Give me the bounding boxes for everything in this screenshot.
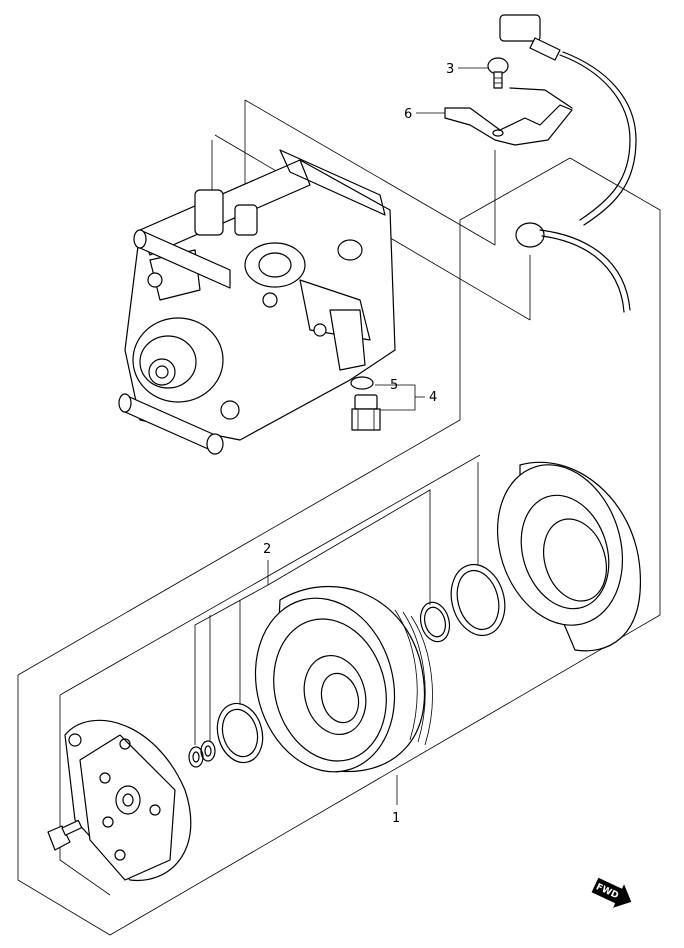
callout-3: 3 — [446, 62, 454, 77]
compressor-lower-rod — [118, 393, 224, 455]
callout-5: 5 — [390, 378, 398, 393]
snap-ring-small — [419, 601, 451, 643]
callout-4: 4 — [429, 390, 437, 405]
bracket-part-6 — [444, 87, 573, 146]
callout-6: 6 — [404, 107, 412, 122]
valve-plug-part-4 — [351, 394, 381, 431]
armature-plate — [64, 719, 192, 882]
armature-bolt — [47, 819, 83, 851]
pulley — [254, 586, 433, 773]
snap-ring-large — [450, 563, 506, 637]
clutch-inner-boundary — [59, 695, 111, 896]
boundary-inner-diag — [59, 454, 481, 696]
o-ring-part-5 — [350, 376, 374, 390]
callout-2: 2 — [263, 542, 271, 557]
screw-part-3 — [487, 57, 509, 89]
shim-washers — [188, 740, 216, 768]
fwd-badge: FWD — [591, 877, 632, 908]
field-coil — [496, 461, 641, 652]
sensor-harness — [499, 14, 637, 313]
callout-1: 1 — [392, 811, 400, 826]
leader-sensor-top — [244, 99, 496, 246]
clutch-group-boundary — [17, 157, 661, 936]
leader-2 — [194, 560, 269, 745]
leader-4-5 — [375, 384, 416, 411]
leader-group-top — [267, 489, 431, 605]
compressor-upper-rod — [133, 229, 231, 289]
compressor-front-boss — [132, 317, 224, 403]
snap-ring-hub — [216, 702, 264, 764]
